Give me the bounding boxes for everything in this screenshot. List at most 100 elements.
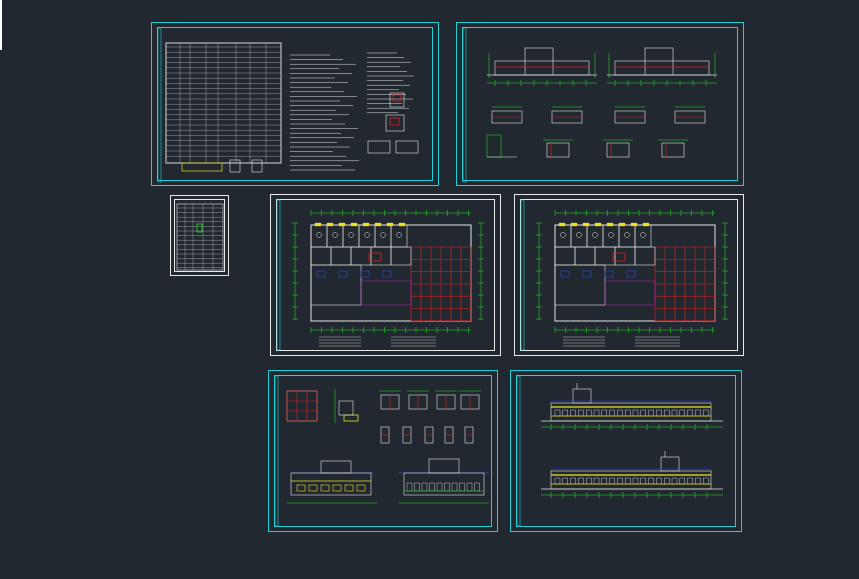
drawing-rect (350, 246, 372, 266)
drawing-rect (406, 482, 413, 492)
sheet-border (157, 27, 433, 181)
fixture-circle (332, 232, 338, 238)
drawing-rect (392, 94, 402, 102)
drawing-rect (350, 222, 358, 227)
sheet-long-elevations-drawing (516, 375, 723, 527)
drawing-rect (560, 270, 570, 278)
sheet-border (516, 375, 736, 527)
drawing-rect (428, 458, 460, 474)
drawing-rect (516, 375, 521, 527)
drawing-rect (360, 270, 370, 278)
drawing-rect (626, 270, 636, 278)
drawing-rect (356, 484, 366, 492)
drawing-rect (550, 402, 712, 422)
drawing-rect (330, 246, 352, 266)
drawing-rect (358, 224, 376, 248)
drawing-rect (486, 134, 502, 158)
drawing-rect (421, 482, 428, 492)
sheet-details-elevations[interactable] (268, 370, 498, 532)
drawing-rect (634, 246, 656, 266)
drawing-rect (296, 484, 306, 492)
drawing-rect (459, 482, 465, 492)
drawing-rect (520, 199, 525, 351)
drawing-rect (157, 27, 162, 183)
sheet-floor-plan-1[interactable] (270, 194, 501, 356)
drawing-rect (554, 477, 561, 485)
drawing-rect (342, 224, 360, 248)
drawing-rect (594, 246, 616, 266)
drawing-rect (338, 222, 346, 227)
drawing-rect (632, 477, 639, 485)
drawing-rect (414, 482, 420, 492)
drawing-rect (642, 222, 650, 227)
drawing-rect (494, 60, 590, 76)
drawing-rect (609, 477, 615, 485)
drawing-rect (546, 142, 570, 158)
drawing-rect (286, 390, 318, 422)
drawing-rect (558, 222, 566, 227)
drawing-rect (310, 246, 332, 266)
sheet-border (520, 199, 738, 351)
drawing-rect (609, 409, 615, 417)
drawing-rect (524, 47, 554, 76)
drawing-rect (656, 477, 662, 485)
drawing-rect (554, 409, 561, 417)
drawing-rect (165, 42, 282, 164)
drawing-rect (374, 222, 382, 227)
drawing-rect (360, 280, 412, 306)
drawing-rect (390, 224, 408, 248)
drawing-rect (554, 246, 576, 266)
sheet-door-window-table[interactable] (170, 195, 229, 276)
drawing-rect (578, 409, 584, 417)
sheet-design-notes[interactable] (151, 22, 439, 186)
fixture-circle (364, 232, 370, 238)
drawing-rect (444, 482, 450, 492)
drawing-rect (585, 409, 592, 417)
drawing-rect (585, 477, 592, 485)
drawing-rect (617, 409, 623, 417)
sheet-table-drawing (176, 203, 224, 271)
drawing-rect (320, 460, 352, 474)
fixture-circle (348, 232, 354, 238)
drawing-rect (601, 409, 608, 417)
drawing-rect (274, 375, 279, 527)
drawing-rect (343, 414, 359, 422)
drawing-rect (390, 246, 412, 266)
drawing-rect (656, 409, 662, 417)
drawing-rect (316, 270, 326, 278)
drawing-rect (395, 140, 419, 154)
drawing-rect (661, 142, 685, 158)
drawing-rect (702, 477, 709, 485)
sheet-border (174, 199, 225, 272)
drawing-rect (368, 252, 382, 262)
drawing-rect (630, 222, 638, 227)
sheet-floor-plan-1-drawing (276, 199, 484, 351)
drawing-rect (562, 477, 568, 485)
sheet-elevations-sections[interactable] (456, 22, 744, 186)
drawing-rect (308, 484, 318, 492)
drawing-rect (320, 484, 330, 492)
drawing-rect (326, 224, 344, 248)
drawing-rect (582, 222, 590, 227)
drawing-rect (389, 92, 405, 108)
drawing-rect (604, 270, 614, 278)
drawing-rect (398, 222, 406, 227)
drawing-rect (386, 222, 394, 227)
drawing-rect (606, 222, 614, 227)
drawing-rect (602, 224, 620, 248)
drawing-rect (466, 482, 473, 492)
drawing-rect (671, 409, 678, 417)
drawing-rect (663, 477, 670, 485)
drawing-rect (586, 224, 604, 248)
drawing-rect (679, 477, 686, 485)
drawing-rect (362, 222, 370, 227)
drawing-rect (640, 409, 647, 417)
sheet-long-elevations[interactable] (510, 370, 742, 532)
sheet-floor-plan-2[interactable] (514, 194, 744, 356)
fixture-circle (576, 232, 582, 238)
drawing-rect (570, 409, 576, 417)
sheet-border (462, 27, 738, 181)
drawing-rect (702, 409, 709, 417)
drawing-rect (403, 472, 485, 496)
drawing-rect (687, 477, 693, 485)
